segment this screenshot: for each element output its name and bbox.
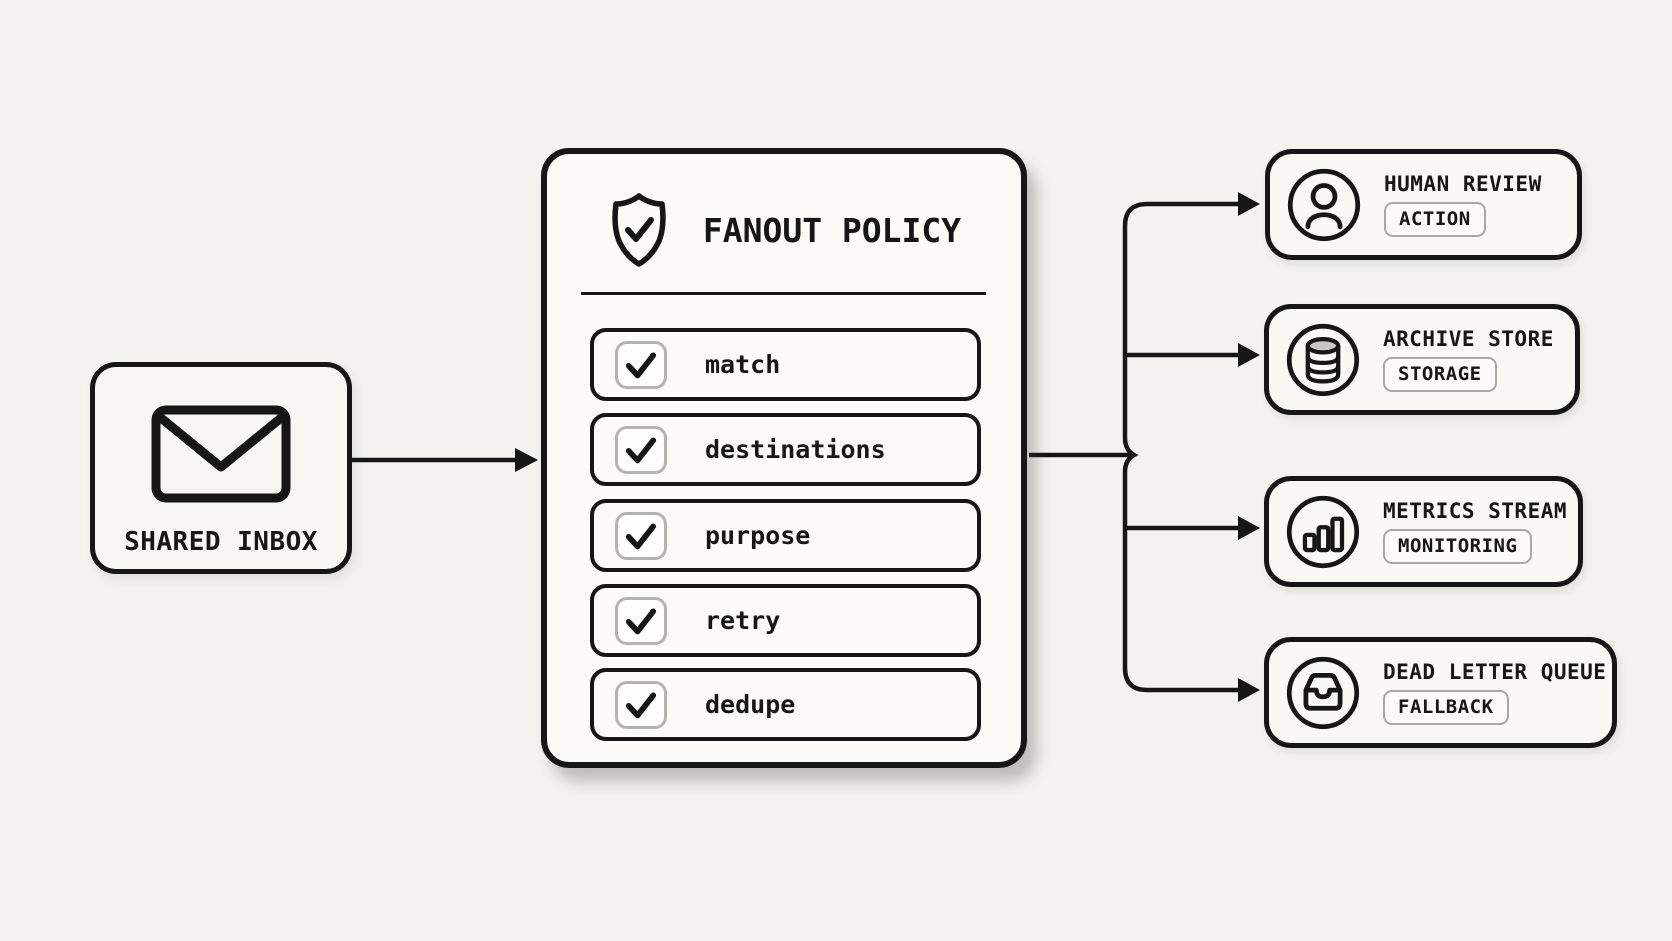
checklist-item-dedupe: dedupe (590, 668, 981, 741)
arrowhead (515, 448, 538, 472)
header-divider (581, 292, 986, 295)
checkmark-icon (625, 692, 657, 718)
output-title: DEAD LETTER QUEUE (1383, 659, 1607, 684)
output-title: HUMAN REVIEW (1384, 171, 1542, 196)
database-icon (1286, 323, 1360, 396)
checklist-label: destinations (705, 435, 886, 464)
checklist-item-purpose: purpose (590, 499, 981, 572)
checklist-label: dedupe (705, 690, 796, 719)
inbox-tray-icon (1286, 656, 1360, 729)
output-badge: ACTION (1384, 201, 1486, 238)
arrowhead (1238, 343, 1260, 367)
output-title: METRICS STREAM (1383, 498, 1568, 523)
output-badge: STORAGE (1383, 356, 1497, 393)
checklist-item-retry: retry (590, 584, 981, 657)
fanout-trunk (1122, 201, 1148, 693)
checkmark-icon (625, 523, 657, 549)
metrics-stream-node: METRICS STREAM MONITORING (1264, 476, 1583, 587)
output-title: ARCHIVE STORE (1383, 326, 1554, 351)
arrowhead (1238, 192, 1260, 216)
policy-header: FANOUT POLICY (547, 188, 1021, 272)
output-badge: FALLBACK (1383, 689, 1509, 726)
checklist-label: match (705, 350, 781, 379)
checkbox-checked (615, 511, 667, 560)
policy-title: FANOUT POLICY (702, 210, 962, 250)
checkbox-checked (615, 596, 667, 645)
user-icon (1287, 168, 1361, 241)
fanout-policy-card: FANOUT POLICY match destinations (541, 148, 1027, 768)
output-badge: MONITORING (1383, 528, 1533, 565)
shared-inbox-node: SHARED INBOX (90, 362, 352, 574)
checkbox-checked (615, 680, 667, 729)
arrowhead (1238, 516, 1260, 540)
checkmark-icon (625, 608, 657, 634)
bar-chart-icon (1286, 495, 1360, 568)
shield-check-icon (612, 193, 666, 267)
checkbox-checked (615, 340, 667, 389)
checklist-label: purpose (705, 521, 811, 550)
shared-inbox-label: SHARED INBOX (124, 527, 318, 557)
checklist-item-destinations: destinations (590, 413, 981, 486)
checkbox-checked (615, 425, 667, 474)
human-review-node: HUMAN REVIEW ACTION (1265, 149, 1582, 260)
checkmark-icon (625, 437, 657, 463)
checklist-label: retry (705, 606, 781, 635)
arrowhead (1238, 678, 1260, 702)
dead-letter-queue-node: DEAD LETTER QUEUE FALLBACK (1264, 637, 1617, 748)
archive-store-node: ARCHIVE STORE STORAGE (1264, 304, 1580, 415)
checkmark-icon (625, 352, 657, 378)
envelope-icon (151, 405, 291, 503)
checklist-item-match: match (590, 328, 981, 401)
